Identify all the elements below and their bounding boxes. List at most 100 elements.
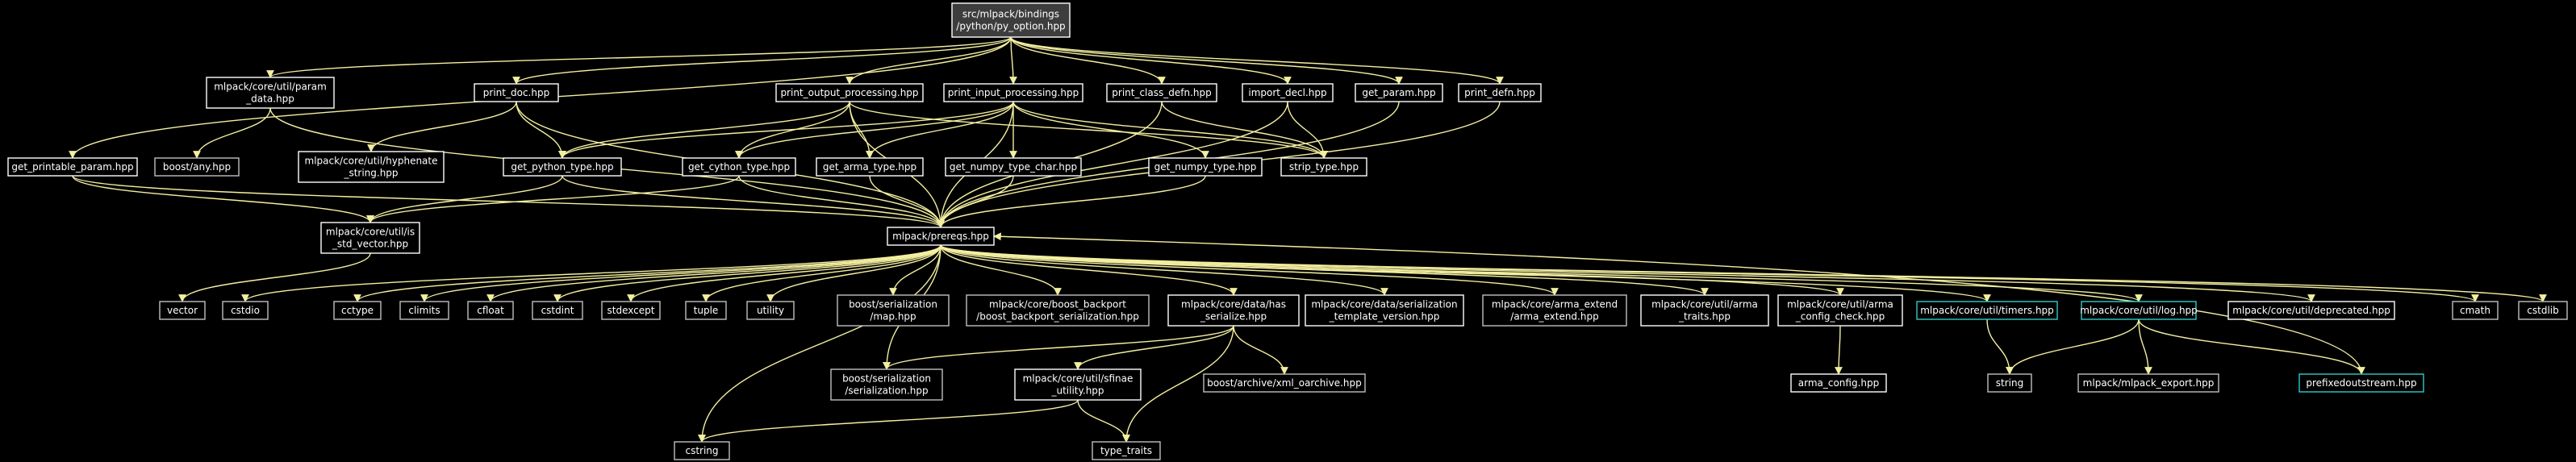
node-label: mlpack/core/util/timers.hpp — [1920, 305, 2054, 316]
edge-get_printable-to-is_std_vector — [72, 175, 374, 223]
node-has_serialize[interactable]: mlpack/core/data/has_serialize.hpp — [1167, 294, 1300, 327]
node-box — [1167, 294, 1300, 327]
edge-sfinae-to-type_traits — [1077, 399, 1130, 443]
edge-has_serialize-to-type_traits — [1122, 325, 1234, 443]
node-param_data[interactable]: mlpack/core/util/param_data.hpp — [206, 77, 335, 109]
edge-prereqs-to-ser_map — [889, 244, 941, 296]
node-boost_backport[interactable]: mlpack/core/boost_backport/boost_backpor… — [966, 294, 1150, 327]
node-label: mlpack/core/util/log.hpp — [2080, 305, 2198, 316]
node-box — [159, 301, 206, 320]
node-prereqs[interactable]: mlpack/prereqs.hpp — [887, 227, 995, 246]
node-strip_type[interactable]: strip_type.hpp — [1280, 157, 1367, 177]
node-string[interactable]: string — [1987, 373, 2032, 393]
node-label: mlpack/core/util/arma — [1651, 299, 1758, 310]
node-cmath[interactable]: cmath — [2452, 301, 2499, 320]
node-ser_ser[interactable]: boost/serialization/serialization.hpp — [830, 368, 943, 401]
node-label: cstring — [685, 445, 718, 456]
node-cstdlib[interactable]: cstdlib — [2518, 301, 2568, 320]
node-box — [830, 368, 943, 401]
node-print_defn[interactable]: print_defn.hpp — [1458, 83, 1542, 102]
node-cfloat[interactable]: cfloat — [467, 301, 514, 320]
node-label: get_numpy_type.hpp — [1154, 161, 1257, 173]
node-arma_traits[interactable]: mlpack/core/util/arma_traits.hpp — [1640, 294, 1769, 327]
node-box — [1014, 368, 1142, 401]
node-label: prefixedoutstream.hpp — [2306, 377, 2416, 389]
node-label: utility — [757, 305, 784, 316]
node-import_decl[interactable]: import_decl.hpp — [1242, 83, 1334, 102]
node-climits[interactable]: climits — [399, 301, 449, 320]
node-get_arma[interactable]: get_arma_type.hpp — [816, 157, 924, 177]
edge-root-to-print_output — [845, 36, 1012, 85]
node-box — [1242, 83, 1334, 102]
node-label: mlpack/core/util/param — [214, 81, 327, 93]
node-print_output[interactable]: print_output_processing.hpp — [775, 83, 924, 102]
node-ser_template[interactable]: mlpack/core/data/serialization_template_… — [1305, 294, 1464, 327]
edge-prereqs-to-stdexcept — [627, 244, 941, 302]
node-box — [399, 301, 449, 320]
node-get_python[interactable]: get_python_type.hpp — [503, 157, 622, 177]
node-label: print_input_processing.hpp — [948, 87, 1079, 98]
node-boost_any[interactable]: boost/any.hpp — [154, 157, 240, 177]
node-root[interactable]: src/mlpack/bindings/python/py_option.hpp — [951, 2, 1071, 38]
node-get_cython[interactable]: get_cython_type.hpp — [682, 157, 796, 177]
edge-log-to-mlpack_export — [2138, 318, 2152, 375]
node-box — [2452, 301, 2499, 320]
node-box — [467, 301, 514, 320]
node-box — [1640, 294, 1769, 327]
node-cstring[interactable]: cstring — [674, 441, 730, 460]
node-print_class[interactable]: print_class_defn.hpp — [1106, 83, 1217, 102]
node-box — [601, 301, 661, 320]
node-cstdio[interactable]: cstdio — [222, 301, 269, 320]
node-box — [966, 294, 1150, 327]
node-box — [7, 157, 138, 177]
node-box — [816, 157, 924, 177]
node-label: get_numpy_type_char.hpp — [950, 161, 1077, 173]
node-hyphenate[interactable]: mlpack/core/util/hyphenate_string.hpp — [298, 151, 445, 183]
node-box — [222, 301, 269, 320]
node-layer: src/mlpack/bindings/python/py_option.hpp… — [7, 2, 2568, 460]
node-timers[interactable]: mlpack/core/util/timers.hpp — [1916, 301, 2058, 320]
node-label: /boost_backport_serialization.hpp — [976, 311, 1139, 323]
node-print_doc[interactable]: print_doc.hpp — [474, 83, 559, 102]
node-box — [1305, 294, 1464, 327]
node-get_printable[interactable]: get_printable_param.hpp — [7, 157, 138, 177]
node-prefixedout[interactable]: prefixedoutstream.hpp — [2298, 373, 2424, 393]
node-deprecated[interactable]: mlpack/core/util/deprecated.hpp — [2227, 301, 2395, 320]
node-label: _string.hpp — [343, 168, 398, 179]
node-box — [2081, 301, 2197, 320]
node-sfinae[interactable]: mlpack/core/util/sfinae_utility.hpp — [1014, 368, 1142, 401]
node-box — [333, 301, 382, 320]
node-arma_extend[interactable]: mlpack/core/arma_extend/arma_extend.hpp — [1482, 294, 1627, 327]
edge-prereqs-to-cstdlib — [940, 244, 2547, 302]
node-print_input[interactable]: print_input_processing.hpp — [943, 83, 1083, 102]
node-cctype[interactable]: cctype — [333, 301, 382, 320]
node-box — [532, 301, 583, 320]
node-log[interactable]: mlpack/core/util/log.hpp — [2080, 301, 2198, 320]
node-get_param[interactable]: get_param.hpp — [1355, 83, 1443, 102]
node-type_traits[interactable]: type_traits — [1092, 441, 1161, 460]
node-label: /map.hpp — [870, 311, 916, 323]
node-mlpack_export[interactable]: mlpack/mlpack_export.hpp — [2077, 373, 2219, 393]
node-cstdint[interactable]: cstdint — [532, 301, 583, 320]
node-label: boost/serialization — [849, 299, 937, 310]
node-box — [674, 441, 730, 460]
node-is_std_vector[interactable]: mlpack/core/util/is_std_vector.hpp — [320, 222, 420, 254]
node-box — [206, 77, 335, 109]
node-arma_config_check[interactable]: mlpack/core/util/arma_config_check.hpp — [1777, 294, 1903, 327]
node-get_numpy[interactable]: get_numpy_type.hpp — [1148, 157, 1263, 177]
node-get_numpy_char[interactable]: get_numpy_type_char.hpp — [945, 157, 1082, 177]
node-arma_config[interactable]: arma_config.hpp — [1790, 373, 1887, 393]
edge-prereqs-to-climits — [420, 244, 941, 302]
node-utility[interactable]: utility — [746, 301, 795, 320]
node-box — [1916, 301, 2058, 320]
node-tuple[interactable]: tuple — [685, 301, 727, 320]
edge-get_numpy-to-prereqs — [937, 175, 1206, 228]
node-label: mlpack/core/util/hyphenate — [305, 156, 438, 167]
edge-is_std_vector-to-vector — [178, 252, 371, 302]
node-xml_oarchive[interactable]: boost/archive/xml_oarchive.hpp — [1203, 373, 1366, 393]
node-stdexcept[interactable]: stdexcept — [601, 301, 661, 320]
node-ser_map[interactable]: boost/serialization/map.hpp — [837, 294, 950, 327]
node-label: tuple — [694, 305, 719, 316]
node-box — [682, 157, 796, 177]
node-vector[interactable]: vector — [159, 301, 206, 320]
